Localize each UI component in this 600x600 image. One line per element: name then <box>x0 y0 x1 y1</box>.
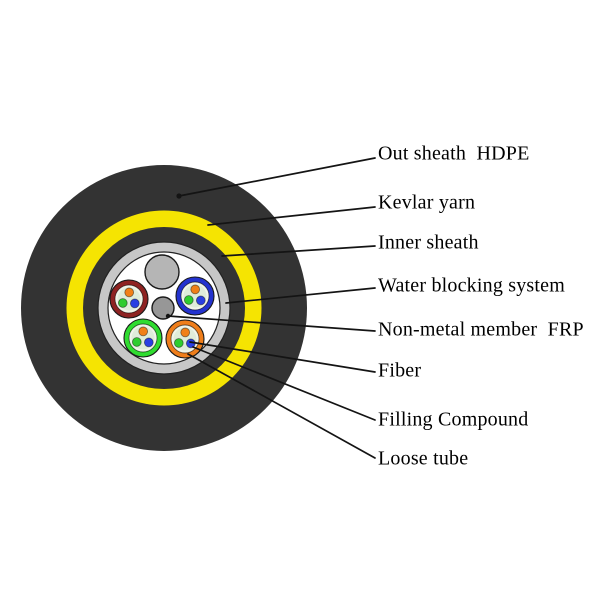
leader-dot-non-metal-member-frp <box>165 313 171 319</box>
leader-line-filling-compound <box>192 346 376 421</box>
loose-tube-red-fiber-blue <box>129 298 140 309</box>
leader-line-loose-tube <box>187 353 376 459</box>
leader-line-fiber <box>189 341 376 373</box>
label-non-metal-member-frp: Non-metal member FRP <box>378 318 584 341</box>
leader-line-water-blocking-system <box>225 287 376 304</box>
loose-tube-blue-fiber-green <box>183 295 194 305</box>
loose-tube-orange-fiber-green <box>173 338 184 348</box>
leader-line-out-sheath <box>178 157 376 197</box>
loose-tube-red-fiber-green <box>117 298 128 308</box>
label-water-blocking-system: Water blocking system <box>378 274 565 297</box>
loose-tube-green-fiber-green <box>131 337 142 347</box>
leader-line-kevlar-yarn <box>207 206 376 226</box>
label-out-sheath: Out sheath HDPE <box>378 142 530 165</box>
loose-tube-green-fiber-blue <box>143 337 154 348</box>
frp-central-member <box>151 296 175 320</box>
loose-tube-orange-fiber-orange <box>180 327 191 338</box>
label-kevlar-yarn: Kevlar yarn <box>378 191 476 214</box>
filler-rod <box>144 254 180 290</box>
loose-tube-green-fiber-orange <box>138 326 149 337</box>
leader-line-non-metal-member-frp <box>167 315 376 332</box>
leader-line-inner-sheath <box>221 245 376 257</box>
label-fiber: Fiber <box>378 359 422 382</box>
label-inner-sheath: Inner sheath <box>378 231 479 254</box>
label-loose-tube: Loose tube <box>378 447 469 470</box>
leader-dot-out-sheath <box>176 193 182 199</box>
loose-tube-red-fiber-orange <box>124 287 135 298</box>
loose-tube-blue-fiber-orange <box>190 284 201 295</box>
label-filling-compound: Filling Compound <box>378 408 529 431</box>
loose-tube-blue-fiber-blue <box>195 295 206 306</box>
